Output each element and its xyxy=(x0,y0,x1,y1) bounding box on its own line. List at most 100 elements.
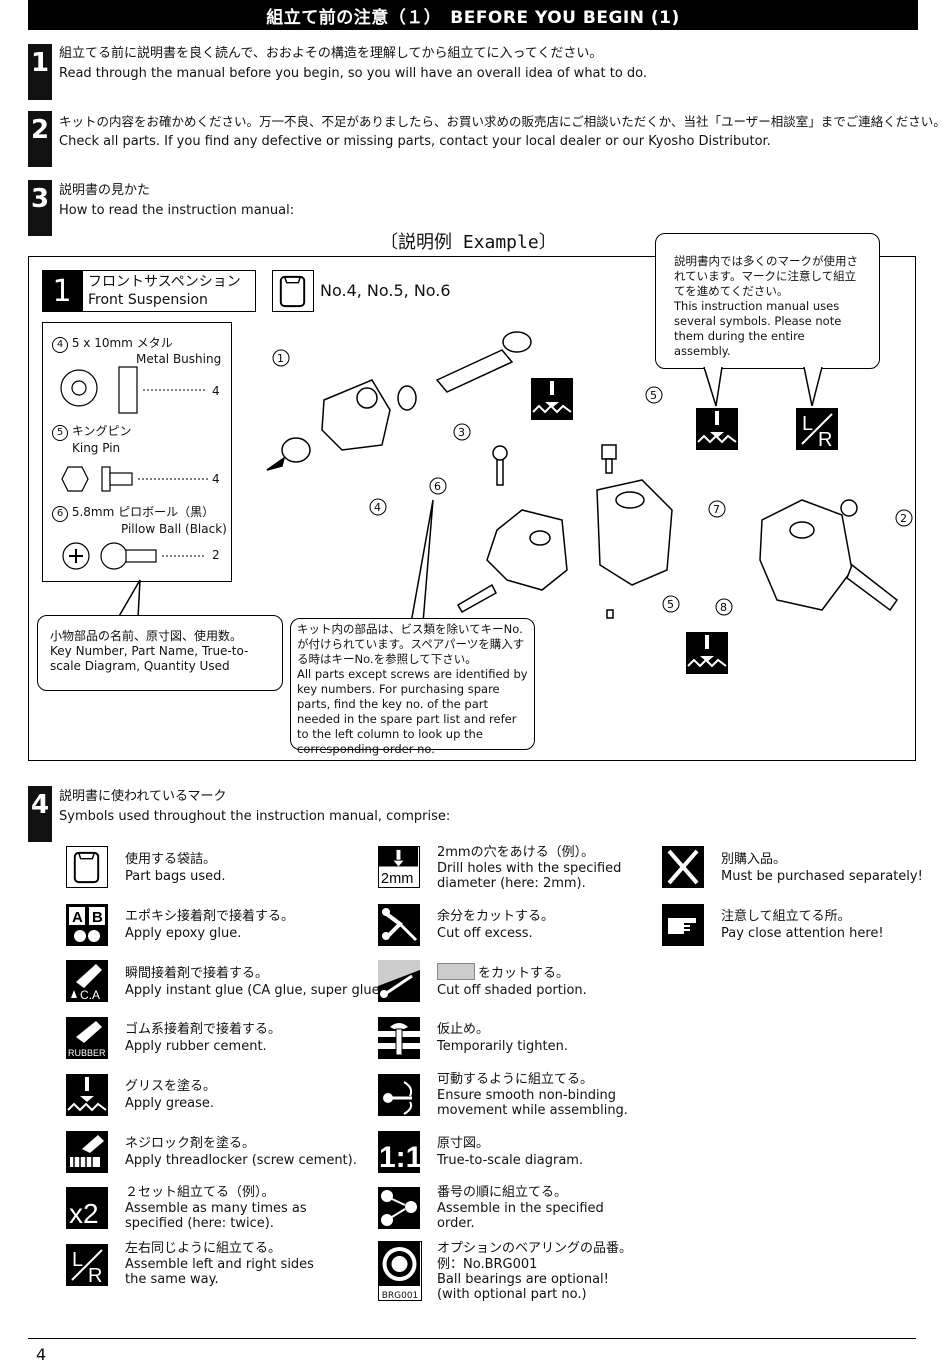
sym-cut-excess-en: Cut off excess. xyxy=(437,926,533,941)
sym-grease-jp: グリスを塗る。 xyxy=(125,1079,217,1094)
front-suspension-illustration: 1 2 3 4 5 5 6 7 8 xyxy=(266,331,913,619)
svg-text:RUBBER: RUBBER xyxy=(68,1048,106,1058)
sym-order-en: Assemble in the specified order. xyxy=(437,1201,604,1231)
callout-5a: 5 xyxy=(650,389,657,402)
drill-hole-icon: 2mm xyxy=(378,846,420,888)
true-scale-icon: 1:1 xyxy=(378,1131,422,1174)
sym-ca-en: Apply instant glue (CA glue, super glue)… xyxy=(125,983,389,998)
sym-attention-jp: 注意して組立てる所。 xyxy=(721,909,851,924)
part-bag-icon xyxy=(272,270,314,312)
step-2-en: Check all parts. If you find any defecti… xyxy=(59,134,771,149)
step-2-jp: キットの内容をお確かめください。万一不良、不足がありましたら、お買い求めの販売店… xyxy=(59,114,946,129)
part-5-jp: 5 キングピン xyxy=(52,424,131,441)
example-title: 〔説明例 Example〕 xyxy=(380,232,557,253)
step-4-en: Symbols used throughout the instruction … xyxy=(59,809,451,824)
bubble-key-en: Key Number, Part Name, True-to-scale Dia… xyxy=(50,644,249,673)
bubble-key: 小物部品の名前、原寸図、使用数。 Key Number, Part Name, … xyxy=(37,615,283,691)
part-5-en: King Pin xyxy=(72,441,121,455)
grease-mark-2 xyxy=(696,408,738,450)
sym-rubber-en: Apply rubber cement. xyxy=(125,1039,267,1054)
threadlocker-icon xyxy=(66,1131,108,1173)
bubble-symbols-jp: 説明書内では多くのマークが使用されています。マークに注意して組立てを進めてくださ… xyxy=(674,254,858,298)
sym-threadlocker-jp: ネジロック剤を塗る。 xyxy=(125,1136,256,1151)
rubber-cement-icon: RUBBER xyxy=(66,1017,108,1059)
callout-3: 3 xyxy=(458,426,465,439)
sym-cut-shaded-en: Cut off shaded portion. xyxy=(437,983,587,998)
callout-5b: 5 xyxy=(667,598,674,611)
sym-cut-excess-jp: 余分をカットする。 xyxy=(437,909,555,924)
sym-grease-en: Apply grease. xyxy=(125,1096,215,1111)
page-number: 4 xyxy=(36,1345,47,1364)
step-3-jp: 説明書の見かた xyxy=(59,183,151,198)
part-bag-icon xyxy=(66,846,108,888)
sym-temp-jp: 仮止め。 xyxy=(437,1022,490,1037)
footer-rule xyxy=(28,1338,916,1339)
bubble-spare: キット内の部品は、ビス類を除いてキーNo.が付けられています。スペアパーツを購入… xyxy=(290,618,535,756)
step-number-2: 2 xyxy=(28,111,52,167)
bubble-key-jp: 小物部品の名前、原寸図、使用数。 xyxy=(50,629,243,643)
bubble-symbols-en: This instruction manual uses several sym… xyxy=(674,299,842,358)
sym-ca-jp: 瞬間接着剤で接着する。 xyxy=(125,966,269,981)
bubble-symbols: 説明書内では多くのマークが使用されています。マークに注意して組立てを進めてくださ… xyxy=(655,233,880,369)
svg-text:L: L xyxy=(72,1249,83,1271)
svg-text:2mm: 2mm xyxy=(381,871,413,886)
sym-drill-jp: 2mmの穴をあける（例）。 xyxy=(437,845,595,860)
svg-text:A: A xyxy=(72,909,83,926)
sym-x2-jp: ２セット組立てる（例）。 xyxy=(125,1185,275,1200)
part-4-en: Metal Bushing xyxy=(136,352,222,366)
svg-text:L: L xyxy=(802,413,813,435)
parts-key-box xyxy=(42,322,232,582)
sym-x2-en: Assemble as many times as specified (her… xyxy=(125,1201,307,1231)
step-number-1: 1 xyxy=(28,44,52,100)
part-4-qty: 4 xyxy=(212,384,220,398)
bubble-spare-jp: キット内の部品は、ビス類を除いてキーNo.が付けられています。スペアパーツを購入… xyxy=(297,622,525,666)
example-step-label: フロントサスペンション Front Suspension xyxy=(82,270,256,312)
example-step-en: Front Suspension xyxy=(88,292,208,308)
sym-bearing-jp: オプションのベアリングの品番。 xyxy=(437,1241,633,1256)
bubble-key-pointer xyxy=(117,579,141,619)
metal-bushing-diagram xyxy=(60,366,205,414)
king-pin-diagram xyxy=(61,466,208,492)
sym-scale-jp: 原寸図。 xyxy=(437,1136,490,1151)
sym-part-bag-en: Part bags used. xyxy=(125,869,226,884)
temporary-tighten-icon xyxy=(378,1017,420,1059)
example-step-jp: フロントサスペンション xyxy=(88,274,241,290)
sym-bearing-en: Ball bearings are optional! (with option… xyxy=(437,1272,609,1302)
svg-text:R: R xyxy=(88,1265,102,1286)
bag-label: No.4, No.5, No.6 xyxy=(320,281,451,300)
sym-epoxy-jp: エポキシ接着剤で接着する。 xyxy=(125,909,295,924)
bubble-symbols-pointers xyxy=(703,366,823,407)
shaded-sample xyxy=(437,963,475,980)
sym-separate-en: Must be purchased separately! xyxy=(721,869,923,884)
part-4-jp: 4 5 x 10mm メタル xyxy=(52,336,173,353)
grease-mark-1 xyxy=(531,378,573,420)
bubble-spare-pointer xyxy=(410,499,434,624)
step-1-en: Read through the manual before you begin… xyxy=(59,66,648,81)
smooth-movement-icon xyxy=(378,1074,420,1116)
sym-cut-shaded-jp: をカットする。 xyxy=(478,966,570,981)
callout-4: 4 xyxy=(374,501,381,514)
callout-numbers: 1 2 3 4 5 5 6 7 8 xyxy=(277,352,907,614)
part-5-qty: 4 xyxy=(212,472,220,486)
part-6-jp: 6 5.8mm ピロボール（黒） xyxy=(52,505,214,522)
sym-rubber-jp: ゴム系接着剤で接着する。 xyxy=(125,1022,282,1037)
callout-7: 7 xyxy=(713,503,720,516)
page-title: 組立て前の注意（１） BEFORE YOU BEGIN (1) xyxy=(266,7,680,28)
sym-part-bag-jp: 使用する袋詰。 xyxy=(125,852,217,867)
sym-temp-en: Temporarily tighten. xyxy=(437,1039,568,1054)
step-number-3: 3 xyxy=(28,180,52,236)
times-two-icon: x2 xyxy=(66,1187,108,1229)
step-3-en: How to read the instruction manual: xyxy=(59,203,295,218)
sym-lr-en: Assemble left and right sides the same w… xyxy=(125,1257,314,1287)
sym-order-jp: 番号の順に組立てる。 xyxy=(437,1185,568,1200)
callout-6: 6 xyxy=(434,480,441,493)
sym-attention-en: Pay close attention here! xyxy=(721,926,884,941)
svg-text:x2: x2 xyxy=(69,1198,99,1229)
page-header: 組立て前の注意（１） BEFORE YOU BEGIN (1) xyxy=(28,0,918,30)
sym-epoxy-en: Apply epoxy glue. xyxy=(125,926,242,941)
ca-glue-icon: C.A xyxy=(66,960,108,1002)
sym-bearing-jp2: 例：No.BRG001 xyxy=(437,1257,538,1272)
step-4-jp: 説明書に使われているマーク xyxy=(59,789,227,804)
